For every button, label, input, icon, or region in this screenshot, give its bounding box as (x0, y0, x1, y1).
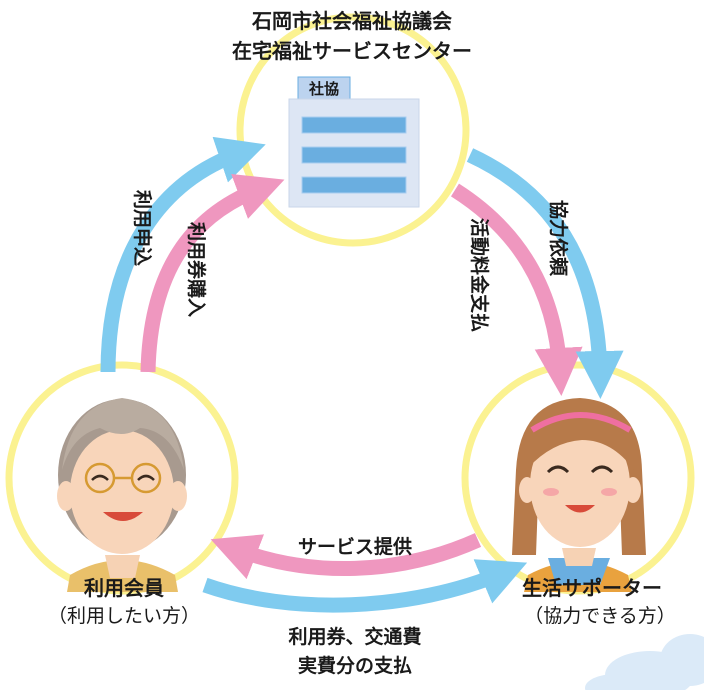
ticket-purchase-arrow (140, 173, 285, 373)
user-member-name: 利用会員 (84, 576, 164, 600)
payment-label-line2: 実費分の支払 (298, 654, 412, 677)
cooperation-request-label: 協力依頼 (547, 200, 570, 277)
elderly-user-avatar (57, 398, 187, 592)
apply-arrow (100, 136, 266, 373)
payment-label-line1: 利用券、交通費 (288, 625, 421, 648)
service-arrow (210, 533, 482, 580)
org-name-line1: 石岡市社会福祉協議会 (251, 9, 452, 33)
ticket-purchase-label: 利用券購入 (185, 222, 208, 317)
cooperation-request-arrow (466, 148, 624, 399)
payment-arrow (202, 559, 528, 613)
activity-fee-label: 活動料金支払 (468, 218, 491, 332)
cloud-decoration (585, 634, 704, 690)
supporter-name: 生活サポーター (522, 576, 662, 600)
user-member-desc: （利用したい方） (48, 605, 200, 627)
org-name-line2: 在宅福祉サービスセンター (232, 39, 472, 63)
supporter-avatar (512, 398, 646, 592)
activity-fee-arrow (450, 183, 583, 396)
building-icon: 社協 (288, 76, 420, 208)
service-label: サービス提供 (298, 535, 412, 558)
building-sign: 社協 (308, 80, 339, 98)
apply-label: 利用申込 (131, 190, 154, 266)
supporter-desc: （協力できる方） (524, 605, 676, 627)
